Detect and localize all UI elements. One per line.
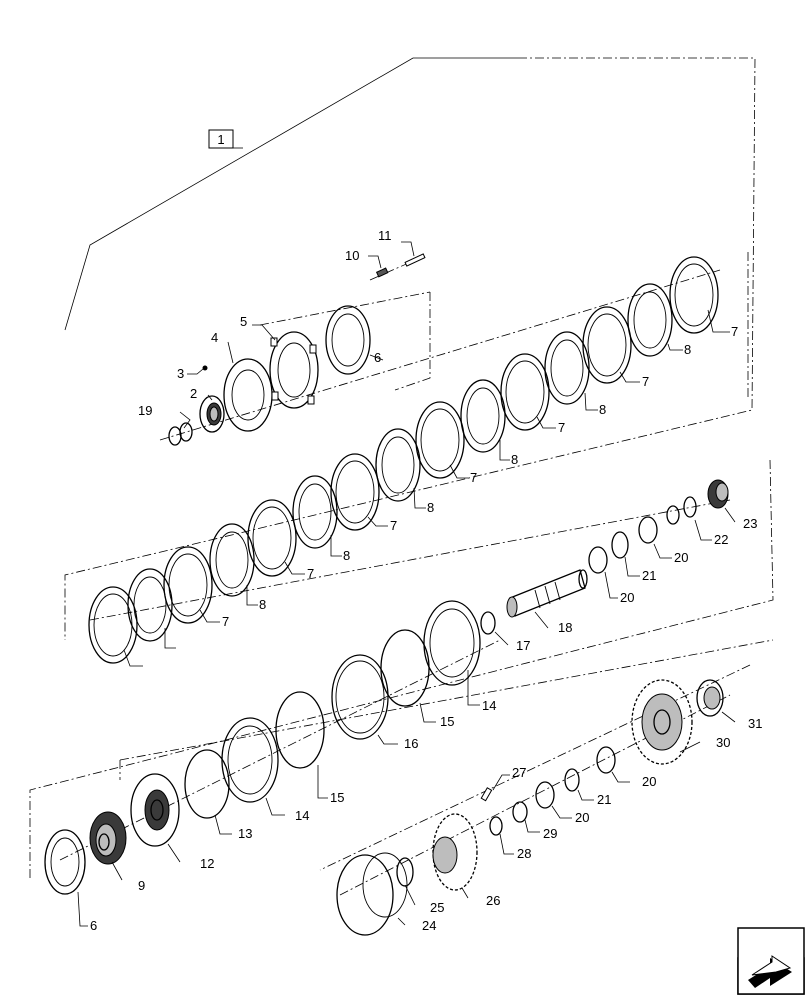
part-26-gear: [432, 813, 478, 891]
label-part-7-b: 7: [642, 374, 649, 389]
part-15-ring-b: [380, 629, 430, 707]
part-14-plate-b: [423, 600, 481, 686]
part-22-rings: [666, 496, 697, 525]
part-20-washer-c: [535, 781, 555, 809]
part-6-friction-disc-top: [325, 305, 371, 375]
label-part-8-c: 8: [511, 452, 518, 467]
part-21-snap-ring-a: [611, 531, 629, 559]
label-part-22: 22: [714, 532, 728, 547]
label-part-20-c: 20: [575, 810, 589, 825]
label-part-21-b: 21: [597, 792, 611, 807]
label-part-11: 11: [378, 228, 392, 243]
part-11-pin: [404, 253, 426, 267]
label-part-8-d: 8: [427, 500, 434, 515]
part-20-washer-a: [588, 546, 608, 574]
clutch-pack-discs: [88, 256, 719, 664]
label-part-31: 31: [748, 716, 762, 731]
label-part-8-b: 8: [599, 402, 606, 417]
label-part-14-b: 14: [482, 698, 496, 713]
label-part-30: 30: [716, 735, 730, 750]
next-page-arrow-icon[interactable]: [737, 927, 805, 995]
label-part-19: 19: [138, 403, 152, 418]
assembly-label: 1: [217, 132, 224, 147]
label-part-8-f: 8: [259, 597, 266, 612]
label-part-15-b: 15: [440, 714, 454, 729]
label-part-29: 29: [543, 826, 557, 841]
label-part-6-bottom: 6: [90, 918, 97, 933]
label-part-4: 4: [211, 330, 218, 345]
part-2-bearing: [199, 395, 225, 433]
label-part-7-f: 7: [307, 566, 314, 581]
boundary-lines: [29, 57, 774, 896]
part-labels: 2 3 4 5 6 7 8 7 8 7 8 7 8 7 8 7 8 7 10 1…: [90, 228, 762, 933]
part-20-washer-b: [638, 516, 658, 544]
label-part-24: 24: [422, 918, 436, 933]
label-part-23: 23: [743, 516, 757, 531]
part-13-ring: [184, 749, 230, 819]
label-part-20-b: 20: [674, 550, 688, 565]
label-part-16: 16: [404, 736, 418, 751]
label-part-27: 27: [512, 765, 526, 780]
label-part-7-d: 7: [470, 470, 477, 485]
part-21-snap-ring-b: [564, 768, 580, 792]
label-part-9: 9: [138, 878, 145, 893]
part-10-pin: [375, 267, 389, 278]
part-14-plate-a: [221, 717, 279, 803]
part-15-ring-a: [275, 691, 325, 769]
label-part-7-c: 7: [558, 420, 565, 435]
label-part-10: 10: [345, 248, 359, 263]
label-part-17: 17: [516, 638, 530, 653]
part-18-shaft: [506, 569, 588, 618]
label-part-14-a: 14: [295, 808, 309, 823]
part-6-friction-disc-bottom: [44, 829, 86, 895]
label-part-20-a: 20: [620, 590, 634, 605]
part-28-ring: [489, 816, 503, 836]
leader-lines: [77, 241, 736, 927]
part-9-hub: [89, 811, 127, 865]
label-part-6-top: 6: [374, 350, 381, 365]
part-17-ring: [480, 611, 496, 635]
part-30-large-gear: [631, 679, 693, 765]
part-5-tabbed-plate: [269, 331, 319, 409]
part-20-washer-d: [596, 746, 616, 774]
label-part-5: 5: [240, 314, 247, 329]
label-part-20-d: 20: [642, 774, 656, 789]
label-part-28: 28: [517, 846, 531, 861]
part-31-bearing: [696, 679, 724, 717]
label-part-2: 2: [190, 386, 197, 401]
part-19-snap-rings: [168, 422, 193, 446]
label-part-25: 25: [430, 900, 444, 915]
label-part-21-a: 21: [642, 568, 656, 583]
part-25-ring: [396, 857, 414, 887]
label-part-8-a: 8: [684, 342, 691, 357]
part-16-plate: [331, 654, 389, 740]
label-part-3: 3: [177, 366, 184, 381]
label-part-18: 18: [558, 620, 572, 635]
part-24-cage: [336, 852, 408, 936]
label-part-12: 12: [200, 856, 214, 871]
part-29-ring: [512, 801, 528, 823]
part-27-pin: [480, 787, 493, 802]
label-part-26: 26: [486, 893, 500, 908]
label-part-13: 13: [238, 826, 252, 841]
label-part-8-e: 8: [343, 548, 350, 563]
part-4-plate: [223, 358, 273, 432]
part-12-carrier: [130, 773, 180, 847]
label-part-15-a: 15: [330, 790, 344, 805]
part-3-ball: [202, 365, 208, 371]
part-23-splined-gear: [707, 479, 729, 509]
label-part-7-g: 7: [222, 614, 229, 629]
label-part-7-e: 7: [390, 518, 397, 533]
assembly-bracket: 1: [64, 57, 518, 331]
label-part-7-a: 7: [731, 324, 738, 339]
